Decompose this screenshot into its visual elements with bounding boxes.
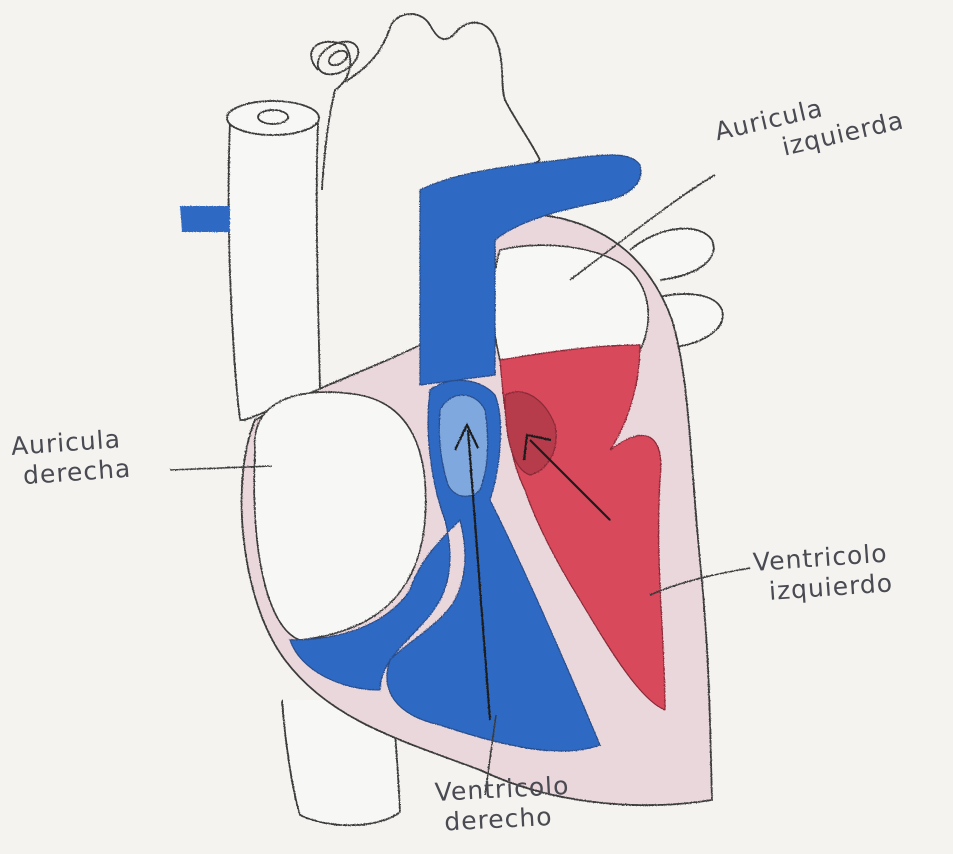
pulmonary-vein-left: [180, 206, 230, 232]
label-right-ventricle: Ventricolo derecho: [434, 771, 572, 838]
label-right-atrium: Auricula derecha: [10, 424, 132, 492]
aortic-arch: [311, 14, 540, 190]
pulmonary-valve: [439, 395, 487, 496]
label-left-ventricle: Ventricolo izquierdo: [752, 538, 894, 607]
